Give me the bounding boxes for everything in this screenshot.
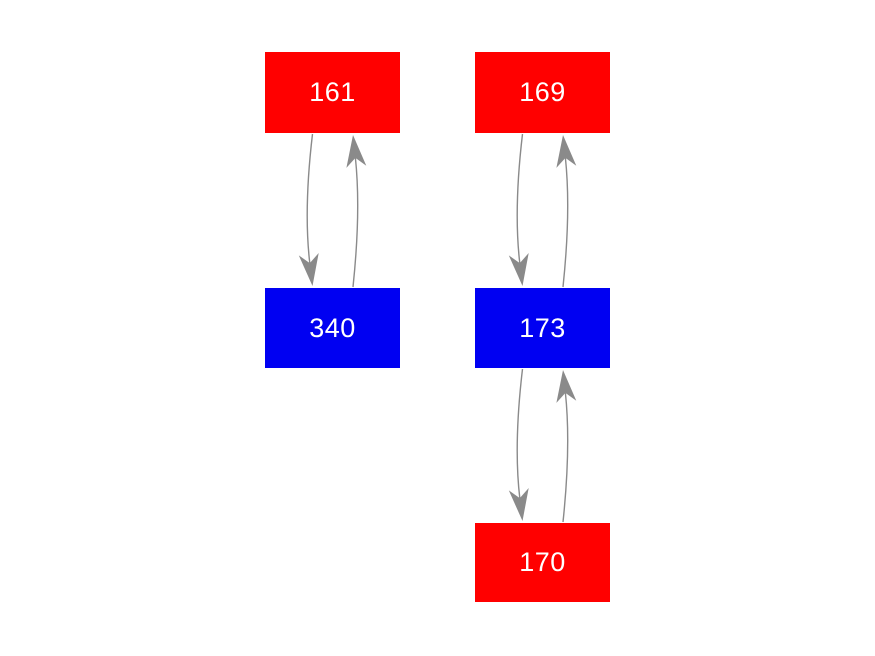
edge-340-to-161 [352,157,359,288]
node-label: 161 [309,77,356,107]
arrowhead-340-to-161 [346,135,367,168]
arrowhead-161-to-340 [298,253,319,286]
node-label: 173 [519,312,566,343]
arrowhead-169-to-173 [508,253,529,286]
graph-node-169: 169 [475,52,610,133]
edge-173-to-170 [516,368,524,499]
graph-node-340: 340 [265,288,400,368]
edge-173-to-169 [562,157,569,288]
graph-node-173: 173 [475,288,610,368]
node-label: 169 [519,77,566,107]
arrowhead-173-to-170 [508,488,529,521]
arrowhead-173-to-169 [556,135,577,168]
edge-169-to-173 [516,133,524,264]
graph-node-170: 170 [475,523,610,602]
node-label: 170 [519,547,566,577]
arrowhead-170-to-173 [556,370,577,403]
node-label: 340 [309,312,356,343]
edge-170-to-173 [562,392,569,523]
edge-161-to-340 [306,133,314,264]
graph-node-161: 161 [265,52,400,133]
